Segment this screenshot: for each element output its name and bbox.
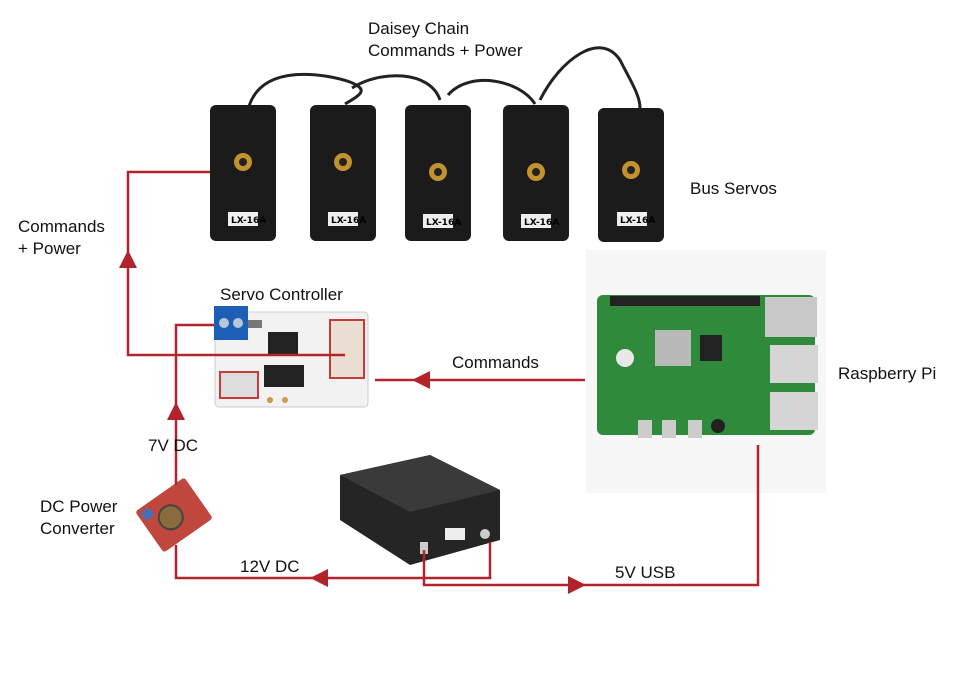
dc-power-converter (136, 478, 212, 552)
commands-power-label: Commands + Power (18, 216, 105, 260)
bus-servo-4: LX-16A (503, 105, 569, 241)
bus-servo-1: LX-16A (210, 105, 276, 241)
arrowheads (119, 250, 586, 594)
bus-servos-label: Bus Servos (690, 179, 777, 198)
daisy-chain-line-2: Commands + Power (368, 41, 523, 60)
servo-model-label: LX-16A (231, 216, 266, 226)
commands-power-line-1: Commands (18, 217, 105, 236)
twelve-v-label: 12V DC (240, 557, 300, 576)
dc-converter-label: DC Power Converter (40, 496, 117, 540)
battery-pack (340, 455, 500, 565)
servo-model-label: LX-16A (331, 216, 366, 226)
daisy-chain-cable (246, 46, 642, 111)
twelve-v-wire (174, 542, 492, 580)
bus-servo-3: LX-16A (405, 105, 471, 241)
servo-model-label: LX-16A (426, 218, 461, 228)
servo-controller-label: Servo Controller (220, 285, 343, 304)
raspberry-pi-board (586, 250, 826, 493)
daisy-chain-line-1: Daisey Chain (368, 19, 470, 38)
dc-converter-line-1: DC Power (40, 497, 118, 516)
seven-v-label: 7V DC (148, 436, 199, 455)
bus-servo-5: LX-16A (598, 108, 664, 242)
dc-converter-line-2: Converter (40, 519, 115, 538)
commands-power-line-2: + Power (18, 239, 81, 258)
raspberry-pi-label: Raspberry Pi (838, 364, 937, 383)
daisy-chain-label: Daisey Chain Commands + Power (368, 18, 522, 62)
seven-v-wire (174, 323, 214, 485)
bus-servo-2: LX-16A (310, 105, 376, 241)
five-v-label: 5V USB (615, 563, 676, 582)
servo-model-label: LX-16A (620, 216, 655, 226)
commands-label: Commands (452, 353, 539, 372)
servo-model-label: LX-16A (524, 218, 559, 228)
five-v-wire (422, 445, 760, 587)
servo-controller-board (214, 306, 369, 408)
